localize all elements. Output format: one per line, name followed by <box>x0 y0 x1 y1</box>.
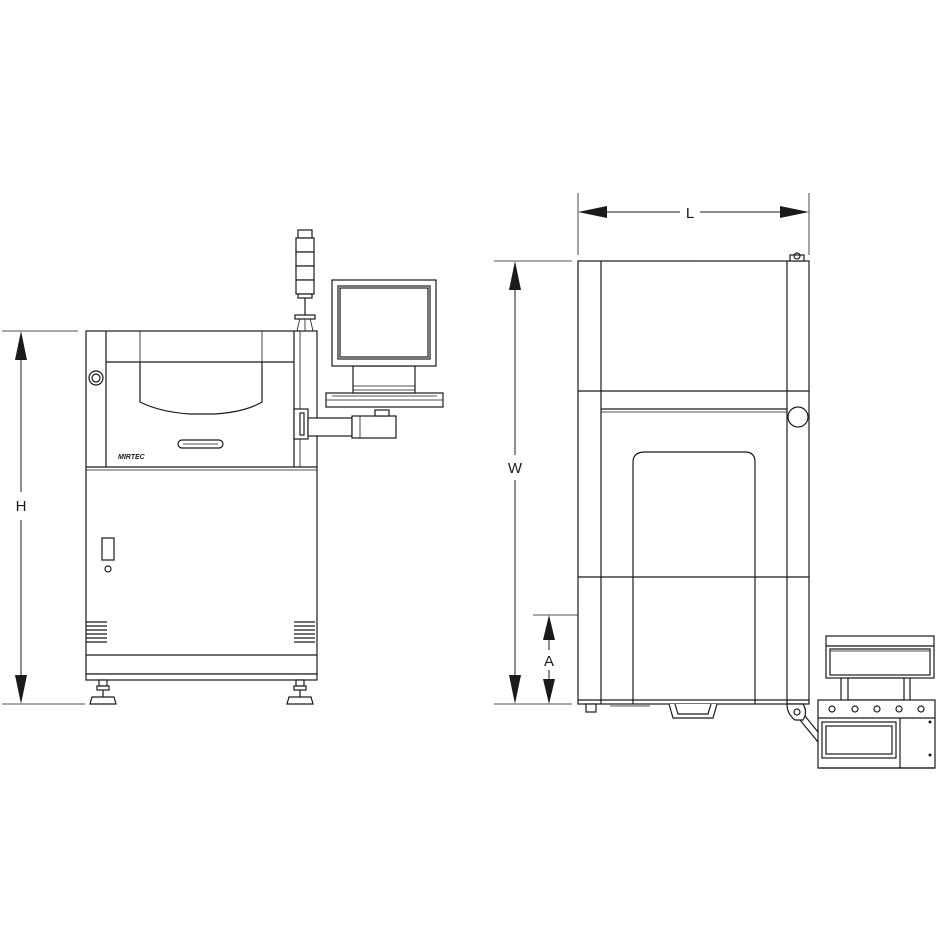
emergency-stop-icon[interactable] <box>88 370 104 386</box>
side-window <box>632 451 756 577</box>
dimension-w-label: W <box>508 460 523 477</box>
door-lock[interactable] <box>101 537 115 561</box>
dimension-l-label: L <box>686 205 694 222</box>
front-handle <box>177 439 224 449</box>
side-keyboard-tray <box>817 699 936 769</box>
arm-bracket <box>786 703 807 721</box>
dimension-a-label: A <box>544 653 554 670</box>
side-monitor <box>825 635 935 701</box>
vent-right <box>294 621 315 643</box>
front-window <box>139 362 263 415</box>
signal-tower <box>294 229 316 332</box>
dimension-h-label: H <box>16 498 27 515</box>
foot-left <box>89 679 117 705</box>
foot-right <box>286 679 314 705</box>
side-knob-icon[interactable] <box>787 406 809 428</box>
front-view: H <box>2 229 444 705</box>
dimension-w: W <box>494 260 572 705</box>
side-view: L W A <box>494 193 936 769</box>
keyboard-tray <box>325 365 444 408</box>
dimension-h: H <box>2 330 85 705</box>
monitor-arm <box>293 408 397 440</box>
brand-logo: MIRTEC <box>118 454 146 461</box>
front-cabinet <box>85 330 318 675</box>
monitor <box>331 279 437 367</box>
dimension-l: L <box>577 193 810 255</box>
dimension-a: A <box>533 614 578 704</box>
vent-left <box>86 621 107 643</box>
side-cabinet <box>577 260 810 705</box>
